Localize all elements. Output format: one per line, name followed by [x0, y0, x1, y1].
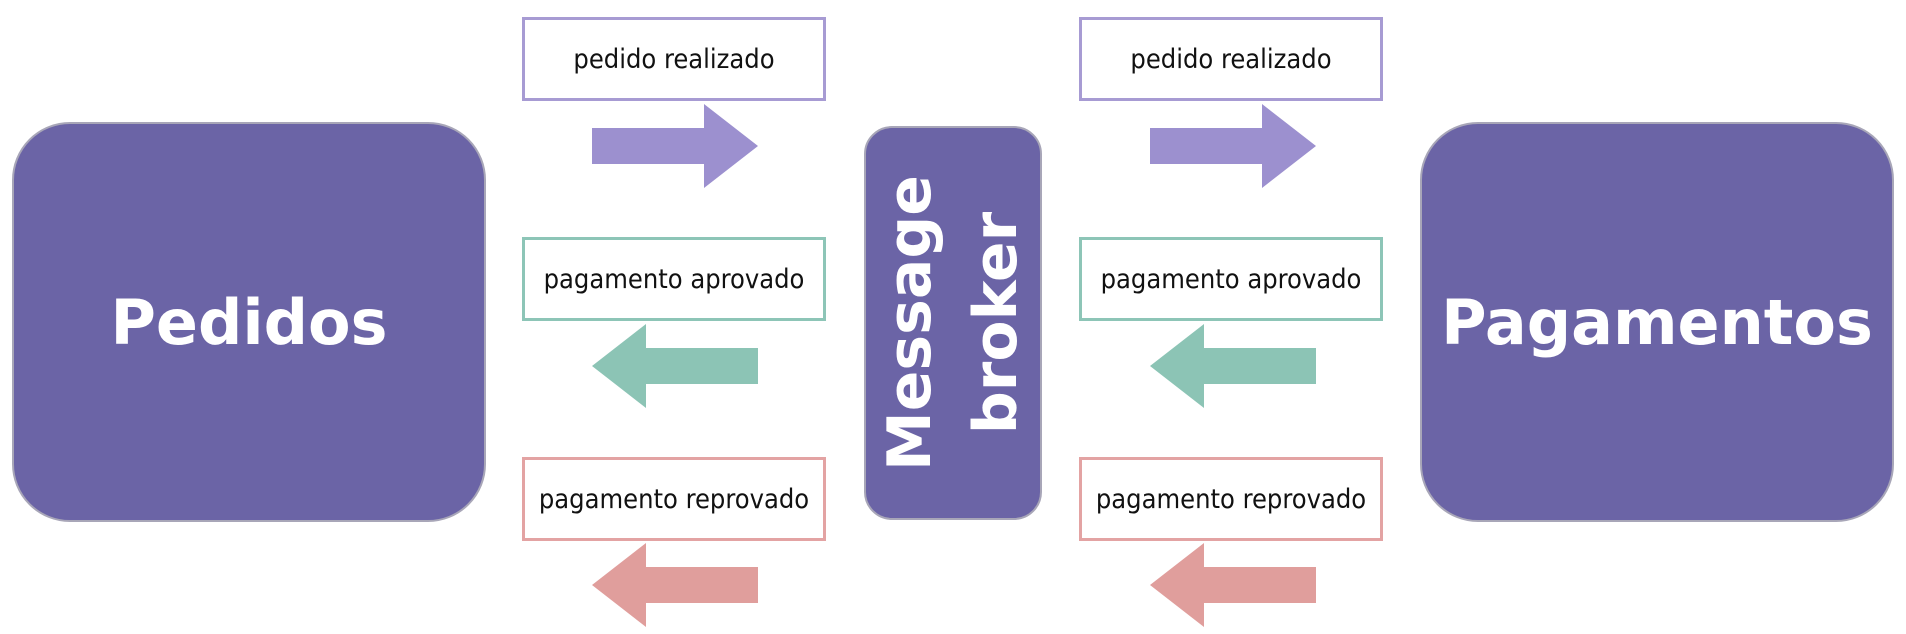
- message-broker-label: Message broker: [867, 175, 1039, 471]
- service-pagamentos: Pagamentos: [1420, 122, 1894, 522]
- message-payment-rejected-left-label: pagamento reprovado: [538, 483, 810, 515]
- message-payment-rejected-left: pagamento reprovado: [522, 457, 826, 541]
- arrow-left-payment-rejected-left: [592, 543, 758, 627]
- message-order-placed-left-label: pedido realizado: [573, 43, 775, 75]
- service-pedidos-label: Pedidos: [110, 285, 388, 359]
- arrow-left-payment-approved-right: [1150, 324, 1316, 408]
- service-pedidos: Pedidos: [12, 122, 486, 522]
- message-order-placed-left: pedido realizado: [522, 17, 826, 101]
- arrow-right-order-placed-left: [592, 104, 758, 188]
- message-payment-approved-left: pagamento aprovado: [522, 237, 826, 321]
- message-payment-approved-right: pagamento aprovado: [1079, 237, 1383, 321]
- message-payment-approved-right-label: pagamento aprovado: [1100, 263, 1362, 295]
- arrow-right-order-placed-right: [1150, 104, 1316, 188]
- message-broker: Message broker: [864, 126, 1042, 520]
- message-order-placed-right-label: pedido realizado: [1130, 43, 1332, 75]
- message-payment-approved-left-label: pagamento aprovado: [543, 263, 805, 295]
- arrow-right-icon: [592, 104, 758, 188]
- message-payment-rejected-right: pagamento reprovado: [1079, 457, 1383, 541]
- arrow-left-icon: [1150, 543, 1316, 627]
- message-payment-rejected-right-label: pagamento reprovado: [1095, 483, 1367, 515]
- arrow-left-icon: [592, 543, 758, 627]
- arrow-left-icon: [1150, 324, 1316, 408]
- arrow-left-payment-rejected-right: [1150, 543, 1316, 627]
- message-broker-line-2: broker: [961, 211, 1031, 435]
- arrow-left-payment-approved-left: [592, 324, 758, 408]
- message-broker-line-1: Message: [875, 175, 945, 471]
- service-pagamentos-label: Pagamentos: [1441, 285, 1873, 359]
- arrow-left-icon: [592, 324, 758, 408]
- message-order-placed-right: pedido realizado: [1079, 17, 1383, 101]
- arrow-right-icon: [1150, 104, 1316, 188]
